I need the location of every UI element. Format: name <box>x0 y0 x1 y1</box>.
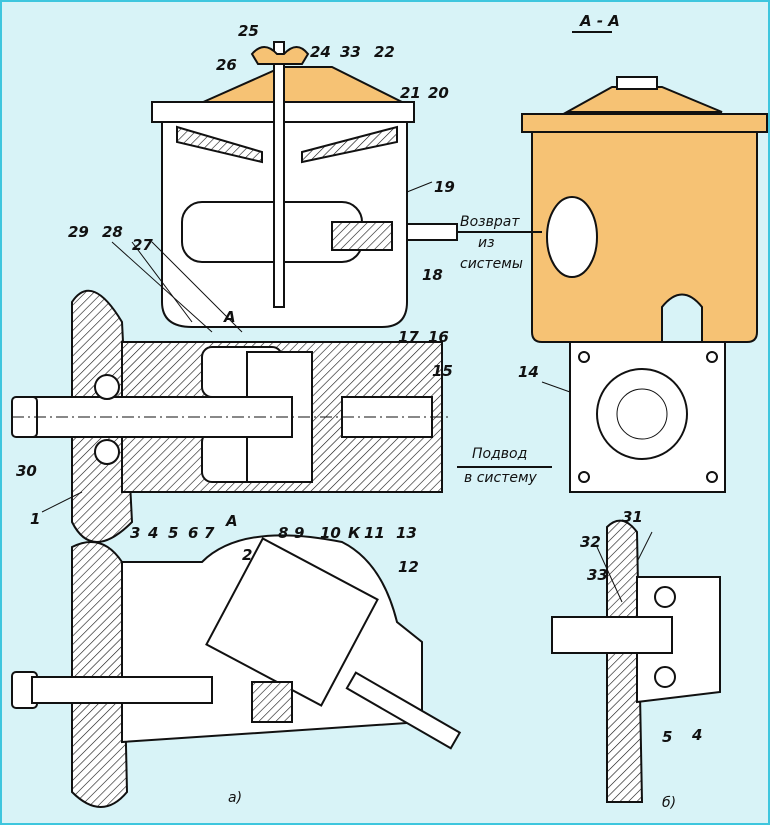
callout-11: 11 <box>364 524 385 542</box>
callout-10: 10 <box>320 524 341 542</box>
callout-19: 19 <box>434 178 455 196</box>
section-title: А - А <box>579 12 620 30</box>
callout-33: 33 <box>340 43 361 61</box>
callout-13: 13 <box>396 524 417 542</box>
reservoir-section <box>151 41 458 328</box>
callout-labels: 25 26 24 33 22 21 20 19 29 28 27 18 17 1… <box>16 12 702 811</box>
callout-2: 2 <box>242 546 252 564</box>
view-a-caption: а) <box>228 790 242 806</box>
callout-27: 27 <box>132 236 153 254</box>
callout-25: 25 <box>238 22 259 40</box>
section-mark-top: А <box>223 308 236 326</box>
callout-17: 17 <box>398 328 419 346</box>
leader-lines <box>41 181 653 603</box>
callout-9: 9 <box>294 524 304 542</box>
pump-body-section <box>11 289 452 543</box>
return-label-1: Возврат <box>460 214 520 230</box>
callout-24: 24 <box>310 43 331 61</box>
view-b-caption: б) <box>662 795 676 811</box>
callout-15: 15 <box>432 362 453 380</box>
pump-side-view <box>11 534 462 808</box>
return-label-2: из <box>478 235 495 251</box>
callout-28: 28 <box>102 223 123 241</box>
callout-18: 18 <box>422 266 443 284</box>
callout-7: 7 <box>204 524 215 542</box>
callout-22: 22 <box>374 43 395 61</box>
callout-12: 12 <box>398 558 419 576</box>
callout-30: 30 <box>16 462 37 480</box>
callout-6: 6 <box>188 524 198 542</box>
callout-33-b: 33 <box>587 566 608 584</box>
callout-8: 8 <box>278 524 288 542</box>
callout-5: 5 <box>168 524 178 542</box>
callout-21: 21 <box>400 84 421 102</box>
detail-b-view <box>551 519 721 803</box>
section-a-a <box>521 31 768 493</box>
callout-32: 32 <box>580 533 601 551</box>
section-mark-bottom: А <box>225 512 238 530</box>
supply-label-2: в систему <box>464 470 538 486</box>
callout-14: 14 <box>518 363 539 381</box>
callout-16: 16 <box>428 328 449 346</box>
callout-29: 29 <box>68 223 89 241</box>
callout-5-b: 5 <box>662 728 672 746</box>
callout-31: 31 <box>622 508 643 526</box>
callout-20: 20 <box>428 84 449 102</box>
callout-K: К <box>348 524 361 542</box>
return-label-3: системы <box>460 256 523 272</box>
callout-4: 4 <box>147 524 158 542</box>
supply-label-1: Подвод <box>472 446 527 462</box>
callout-4-b: 4 <box>691 726 702 744</box>
callout-26: 26 <box>216 56 237 74</box>
callout-3: 3 <box>130 524 140 542</box>
callout-1: 1 <box>30 510 40 528</box>
